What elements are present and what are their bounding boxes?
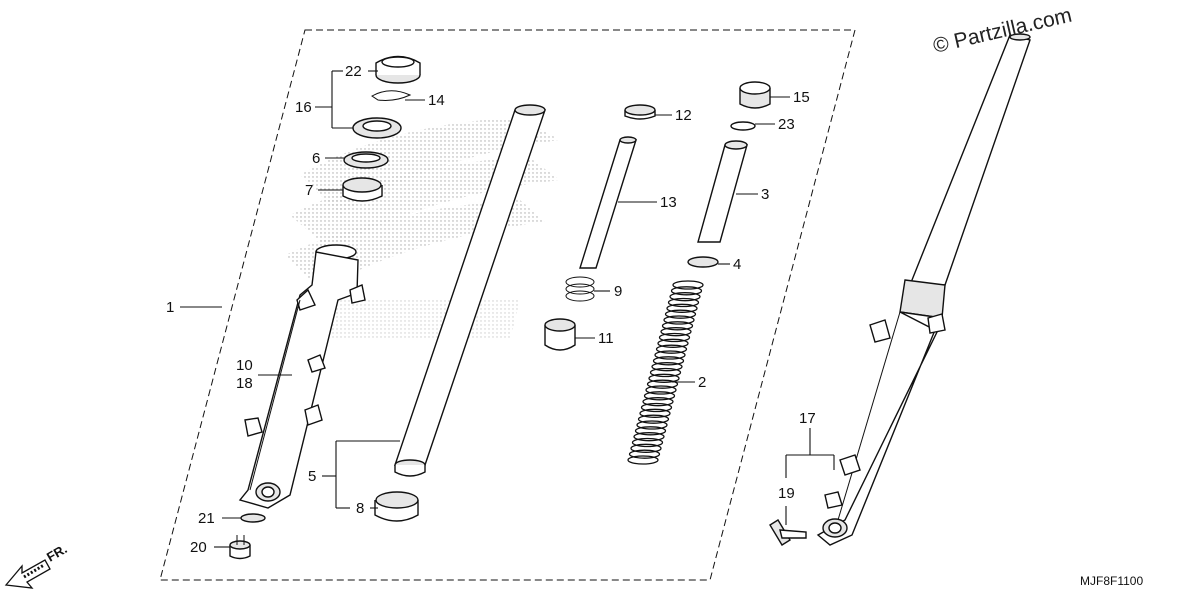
callout-6: 6 — [312, 150, 320, 167]
callout-20: 20 — [190, 539, 207, 556]
spring-coil — [646, 379, 679, 389]
spring-coil — [628, 449, 661, 459]
spring-coil — [642, 397, 674, 407]
part-6-back-up-ring — [343, 151, 389, 169]
callout-21: 21 — [198, 510, 215, 527]
part-12-piston-ring — [624, 104, 656, 120]
front-label: FR. — [44, 541, 70, 564]
callout-14: 14 — [428, 92, 445, 109]
part-1-fork-slider — [238, 244, 366, 509]
spring-coil — [633, 432, 665, 442]
front-direction-arrow: FR. — [4, 541, 70, 589]
spring-coil — [655, 344, 688, 354]
spring-coil — [658, 332, 691, 343]
spring-coil — [630, 443, 662, 453]
part-21-sealing-washer — [240, 513, 266, 523]
callout-10: 10 — [236, 357, 253, 374]
spring-coil — [643, 391, 676, 401]
spring-coil — [627, 455, 659, 465]
part-22-dust-seal — [375, 55, 421, 84]
spring-coil — [651, 362, 683, 372]
callout-9: 9 — [614, 283, 622, 300]
callout-4: 4 — [733, 256, 741, 273]
callout-15: 15 — [793, 89, 810, 106]
spring-coil — [669, 292, 701, 302]
part-20-socket-bolt — [229, 535, 251, 560]
callout-12: 12 — [675, 107, 692, 124]
callout-17: 17 — [799, 410, 816, 427]
callout-18: 18 — [236, 375, 253, 392]
callout-22: 22 — [345, 63, 362, 80]
callout-labels: 22 16 14 6 7 1 10 18 5 8 12 13 9 11 15 2… — [166, 63, 816, 556]
callout-5: 5 — [308, 468, 316, 485]
spring-coil — [639, 408, 671, 418]
part-14-stopper-ring — [371, 90, 412, 101]
part-2-fork-spring — [627, 280, 704, 465]
part-3-spacer — [697, 140, 748, 243]
spring-coil — [667, 297, 700, 308]
spring-coil — [654, 350, 686, 360]
part-11-oil-lock-piece — [544, 318, 576, 351]
spring-coil — [631, 437, 664, 448]
part-23-o-ring — [730, 121, 756, 131]
watermark-text: © Partzilla.com — [931, 4, 1074, 58]
callout-1: 1 — [166, 299, 174, 316]
part-8-guide-bushing — [374, 491, 419, 522]
part-19-axle-pinch-bolt — [769, 519, 807, 546]
assembly-outline — [159, 29, 856, 581]
spring-coil — [634, 426, 667, 436]
callout-8: 8 — [356, 500, 364, 517]
callout-11: 11 — [598, 330, 614, 347]
callout-3: 3 — [761, 186, 769, 203]
callout-16: 16 — [295, 99, 312, 116]
spring-coil — [645, 385, 677, 395]
spring-coil — [652, 356, 685, 366]
part-4-spring-seat — [687, 256, 719, 268]
callout-7: 7 — [305, 182, 313, 199]
spring-coil — [657, 338, 689, 348]
spring-coil — [672, 280, 704, 290]
part-16-oil-seal — [352, 117, 402, 139]
diagram-code: MJF8F1100 — [1080, 574, 1143, 588]
callout-2: 2 — [698, 374, 706, 391]
callout-23: 23 — [778, 116, 795, 133]
part-15-fork-bolt — [739, 81, 771, 109]
spring-coil — [640, 402, 673, 413]
leader-lines — [180, 70, 835, 548]
spring-coil — [663, 315, 695, 325]
part-5-fork-pipe — [394, 104, 546, 477]
callout-19: 19 — [778, 485, 795, 502]
spring-coil — [666, 303, 698, 313]
part-7-slider-bushing — [342, 177, 383, 202]
spring-coil — [637, 414, 670, 424]
part-9-rebound-spring — [565, 276, 595, 302]
spring-coil — [636, 420, 668, 430]
spring-coil — [670, 286, 703, 296]
spring-coil — [660, 327, 692, 337]
spring-coil — [648, 373, 680, 383]
spring-coil — [664, 309, 697, 319]
assembled-fork — [816, 33, 1031, 546]
spring-coil — [649, 367, 682, 378]
spring-coil — [661, 321, 694, 331]
callout-13: 13 — [660, 194, 677, 211]
part-13-damper-rod — [579, 136, 637, 269]
